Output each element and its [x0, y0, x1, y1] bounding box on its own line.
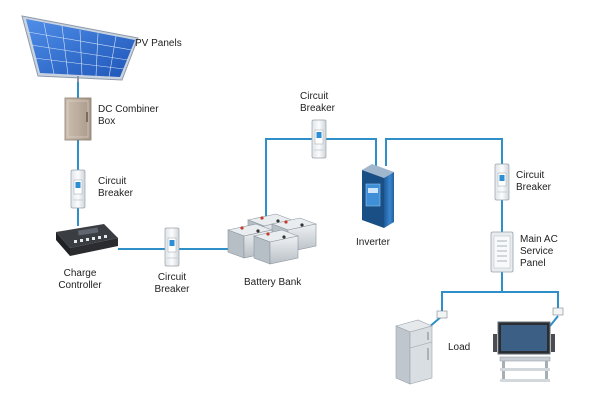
wire-inverter-to-ac-breaker [385, 138, 503, 166]
solar-panel-icon [21, 15, 139, 82]
inverter-icon [362, 164, 394, 228]
battery-bank-icon [226, 213, 318, 265]
circuit-breaker-icon [311, 119, 327, 159]
wire-top-breaker-to-inverter [326, 138, 377, 166]
combiner-box-icon [64, 97, 92, 141]
television-icon [493, 321, 555, 382]
circuit-breaker-icon [70, 169, 86, 209]
circuit-breaker-icon [494, 163, 510, 201]
breaker-top-label: Circuit Breaker [300, 91, 336, 114]
breaker-ac-label: Circuit Breaker [516, 170, 552, 193]
circuit-breaker-icon [164, 227, 180, 267]
breaker-dc-lower-label: Circuit Breaker [154, 272, 190, 295]
outlet-icon [436, 307, 564, 319]
breaker-dc-upper-label: Circuit Breaker [98, 176, 134, 199]
wire-load-bus [441, 291, 559, 313]
charge-controller-icon [56, 224, 118, 256]
service-panel-icon [490, 231, 514, 273]
dc-combiner-box-label: DC Combiner Box [98, 104, 159, 127]
wire-battery-to-top-breaker [265, 138, 312, 222]
wire-to-tv [549, 315, 559, 327]
charge-controller-label: Charge Controller [58, 268, 102, 291]
refrigerator-icon [395, 319, 433, 385]
pv-panels-label: PV Panels [135, 38, 182, 49]
battery-bank-label: Battery Bank [244, 277, 302, 288]
load-label: Load [448, 342, 471, 353]
main-ac-panel-label: Main AC Service Panel [520, 234, 558, 269]
inverter-label: Inverter [356, 237, 390, 248]
